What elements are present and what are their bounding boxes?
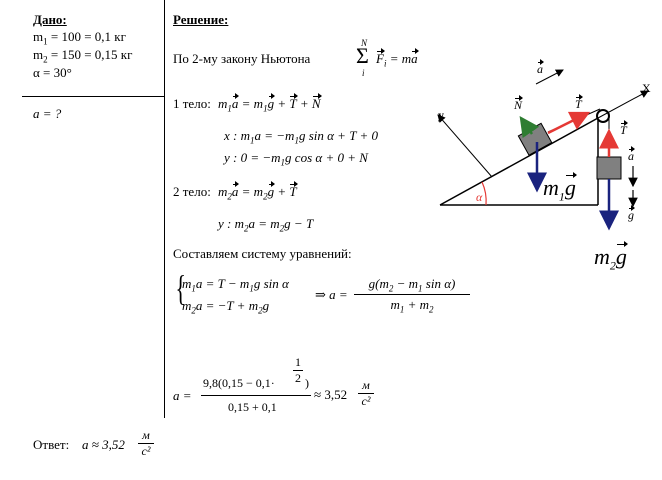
given-find: a = ? (33, 106, 62, 121)
system-brace: { (175, 268, 186, 308)
block-m1 (517, 122, 553, 156)
normal-arrow (519, 115, 540, 139)
calc-half: 1 2 (293, 355, 303, 385)
label-alpha: α (476, 190, 483, 204)
given-m1: m1 = 100 = 0,1 кг (33, 29, 126, 47)
calc-denominator: 0,15 + 0,1 (228, 400, 277, 414)
answer-label: Ответ: (33, 437, 70, 452)
column-divider (164, 0, 165, 418)
label-x: X (642, 81, 651, 95)
eq-y2: y : m2a = m2g − T (218, 216, 314, 234)
label-a2: a (628, 146, 635, 163)
string (547, 108, 601, 133)
body1-label: 1 тело: (173, 96, 211, 111)
label-T1: T (575, 94, 583, 111)
sum-top: N (361, 38, 368, 48)
pulley (596, 109, 610, 123)
label-g: g (628, 205, 635, 222)
system-label: Составляем систему уравнений: (173, 246, 352, 261)
calc-prefix: a = (173, 388, 192, 403)
newton-formula: Fi = ma (376, 48, 419, 69)
y-axis (437, 114, 493, 178)
sum-bottom: i (362, 68, 365, 78)
body1-eq: m1a = m1g + T + N (218, 93, 322, 114)
sys-eq2: m2a = −T + m2g (182, 298, 270, 316)
given-m2: m2 = 150 = 0,15 кг (33, 47, 133, 65)
calc-bar (201, 395, 311, 396)
body2-label: 2 тело: (173, 184, 211, 199)
given-heading: Дано: (33, 12, 67, 27)
solution-heading: Решение: (173, 12, 229, 27)
calc-result: ≈ 3,52 (314, 387, 348, 402)
label-N: N (514, 95, 524, 112)
answer-unit: м с² (138, 428, 154, 459)
x-axis (597, 90, 649, 119)
calc-numerator: 9,8(0,15 − 0,1· (203, 376, 275, 390)
result-denominator: m1 + m2 (390, 296, 434, 315)
block-m2 (596, 156, 622, 180)
label-m1g: m1g (543, 172, 577, 204)
implies-a: ⇒ a = (315, 287, 348, 302)
sum-sign: Σ (356, 43, 369, 68)
given-alpha: α = 30° (33, 65, 72, 80)
given-divider (22, 96, 164, 97)
sys-eq1: m1a = T − m1g sin α (182, 276, 289, 294)
answer-expr: a ≈ 3,52 (82, 437, 125, 452)
angle-arc (481, 181, 487, 206)
body2-eq: m2a = m2g + T (218, 181, 298, 202)
label-a-top: a (537, 59, 544, 76)
label-y: y (438, 108, 444, 122)
result-numerator: g(m2 − m1 sin α) (368, 276, 456, 294)
eq-y: y : 0 = −m1g cos α + 0 + N (224, 150, 368, 168)
label-T2: T (620, 120, 628, 137)
calc-close: ) (305, 376, 309, 390)
label-m2g: m2g (594, 241, 628, 273)
eq-x: x : m1a = −m1g sin α + T + 0 (224, 128, 378, 146)
calc-unit: м с² (358, 378, 374, 409)
result-fraction: g(m2 − m1 sin α) m1 + m2 (354, 276, 470, 314)
tension-m1-arrow (547, 111, 591, 135)
newton-intro: По 2-му закону Ньютона (173, 51, 311, 66)
